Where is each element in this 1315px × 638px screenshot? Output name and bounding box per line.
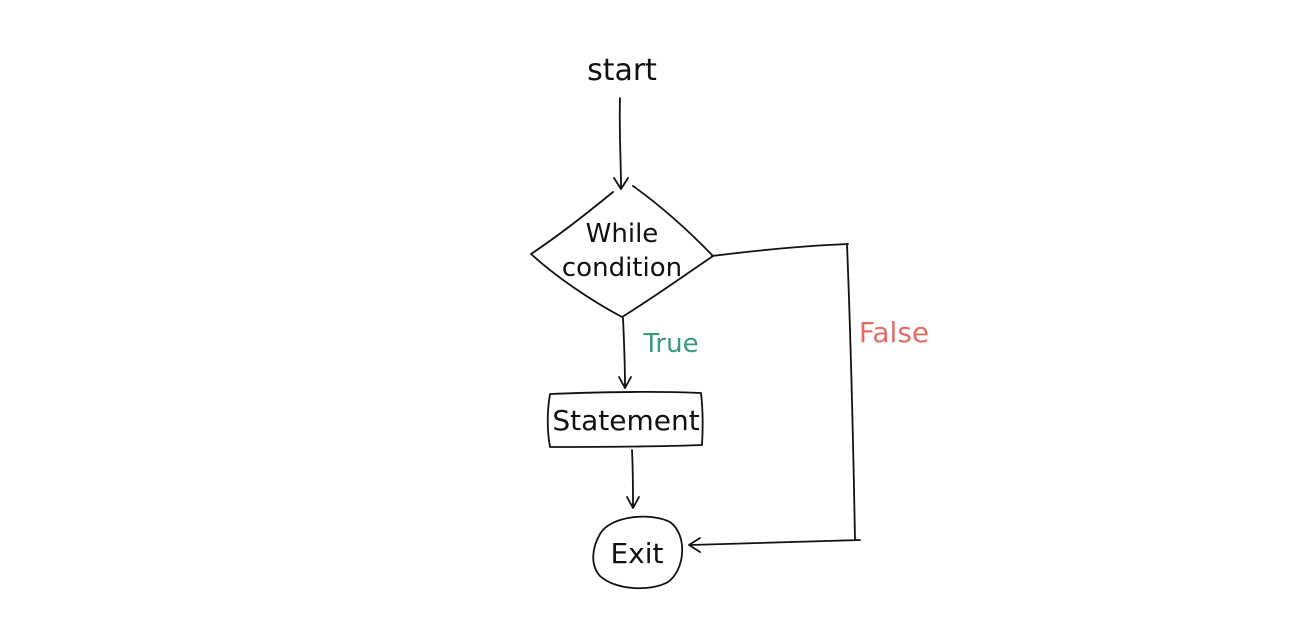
statement-label: Statement (552, 404, 699, 437)
start-label: start (587, 53, 657, 88)
arrowhead-false-to-exit (688, 537, 701, 553)
true-label: True (642, 329, 698, 359)
exit-label: Exit (610, 537, 663, 570)
arrow-start-to-condition (618, 97, 622, 189)
false-label: False (859, 316, 929, 349)
condition-diamond (530, 185, 714, 318)
arrowhead-condition-to-statement (618, 376, 632, 389)
arrowhead-statement-to-exit (626, 496, 640, 509)
arrowhead-start-to-condition (613, 177, 629, 190)
arrow-statement-to-exit (631, 449, 634, 508)
exit-circle (592, 515, 684, 590)
condition-label-line2: condition (562, 253, 682, 283)
arrow-condition-to-statement (622, 317, 626, 389)
false-branch-line (689, 243, 861, 546)
statement-box (546, 391, 704, 448)
condition-label-line1: While (586, 219, 659, 249)
